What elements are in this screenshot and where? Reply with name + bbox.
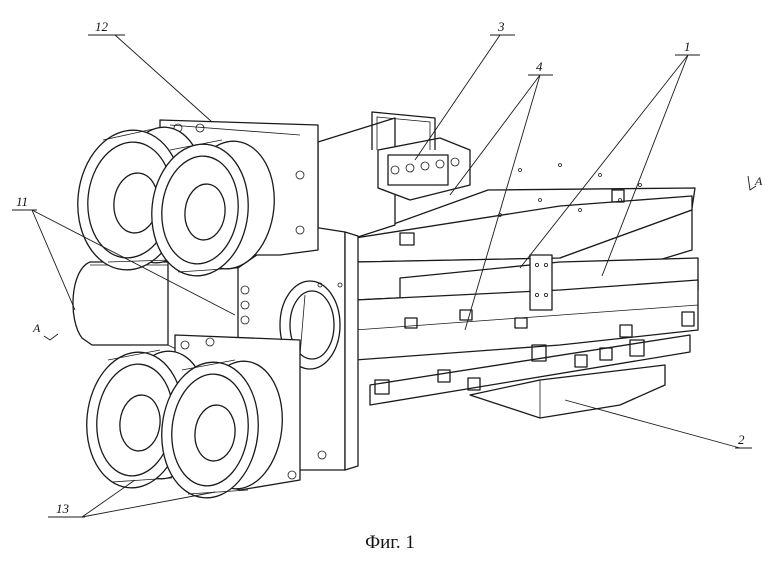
callout-4: 4 [536,59,543,74]
callout-1: 1 [684,39,691,54]
callout-2: 2 [738,432,745,447]
callout-13: 13 [56,501,70,516]
section-mark-right: A [748,174,763,190]
figure-caption: Фиг. 1 [0,532,780,554]
section-mark-left: A [32,321,58,340]
callout-12: 12 [95,19,109,34]
svg-text:A: A [32,321,41,335]
callout-11: 11 [16,194,28,209]
callout-3: 3 [497,19,505,34]
